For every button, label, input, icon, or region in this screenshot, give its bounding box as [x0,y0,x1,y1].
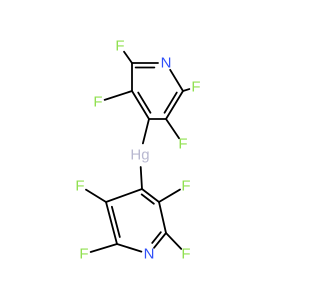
atom-label-f-f1: F [115,38,124,55]
bond-b6-f8 [85,188,107,203]
atom-label-f-f8: F [75,178,84,195]
bond-a5-hg [142,118,150,145]
bond-layer [85,50,191,253]
bond-hg-b1 [139,166,143,190]
bond-b3-f6 [165,232,183,250]
bond-b3-b4-inner [151,231,162,244]
canvas-background [0,0,300,300]
atom-label-f-f5: F [181,178,190,195]
atom-label-f-f3: F [178,136,187,153]
atom-label-hg-hg: Hg [130,147,149,164]
bond-a4-f3 [165,118,180,140]
atom-label-n-a2: N [161,55,172,72]
bond-a3-a4-inner [163,91,178,114]
atom-label-f-f4: F [93,94,102,111]
bond-a3-a4 [165,90,184,120]
bond-b6-b1 [105,188,143,203]
atom-label-f-f7: F [79,246,88,263]
bond-b3-b4 [153,232,167,249]
bond-b2-f5 [158,188,181,203]
atom-label-f-f6: F [181,246,190,263]
bond-a5-a6 [131,90,150,120]
atom-label-n-b4: N [144,246,155,263]
bond-a3-f2 [182,88,191,92]
bond-a2-a3 [169,68,184,92]
bond-a5-a6-inner [137,91,152,114]
bond-b5-b6 [105,201,118,245]
bond-a1-f1 [123,50,133,64]
bond-b5-b6-inner [110,205,121,238]
bond-b4-b5 [116,243,143,253]
bond-b1-b2-inner [140,193,155,205]
bond-b5-f7 [89,243,118,253]
bond-b2-b3 [158,201,167,234]
bond-a6-f4 [103,90,133,101]
atom-label-f-f2: F [191,79,200,96]
bond-b1-b2 [141,188,160,203]
